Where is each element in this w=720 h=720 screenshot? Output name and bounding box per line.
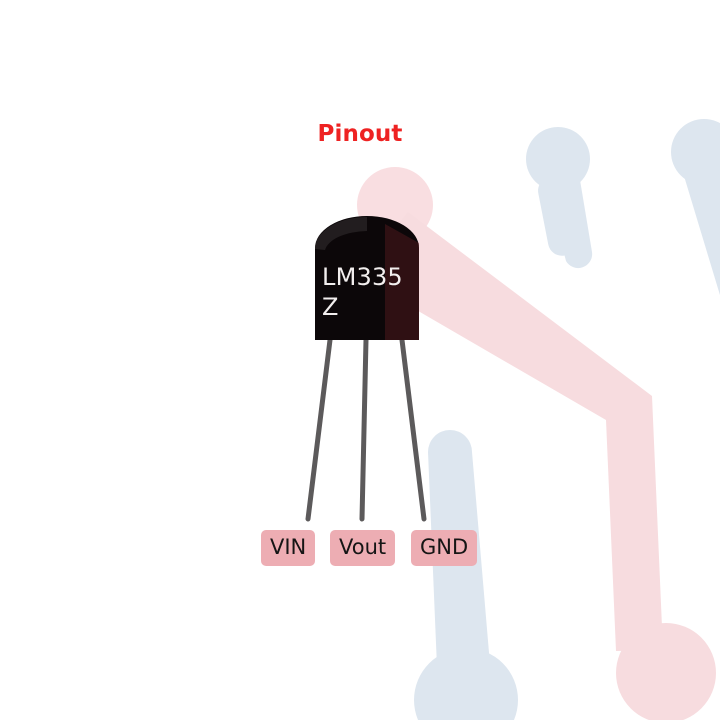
- component-leads: [305, 337, 427, 522]
- page-title-text: Pinout: [317, 121, 403, 147]
- pin-label-vin[interactable]: VIN: [261, 530, 316, 566]
- component-body: [315, 216, 419, 340]
- component-label-line-2: Z: [322, 293, 339, 321]
- pin-label-gnd[interactable]: GND: [411, 530, 478, 566]
- pcb-pad-blue-1: [526, 127, 593, 269]
- component-lm335: [305, 216, 427, 522]
- pcb-trace-pink-main: [370, 212, 716, 720]
- component-label-line-1: LM335: [322, 263, 403, 291]
- lead-2: [359, 337, 369, 522]
- pcb-pad-blue-2: [671, 119, 720, 296]
- lead-1: [305, 337, 333, 522]
- page-title: Pinout: [0, 121, 720, 147]
- pin-label-vout[interactable]: Vout: [330, 530, 396, 566]
- lead-3: [399, 337, 427, 522]
